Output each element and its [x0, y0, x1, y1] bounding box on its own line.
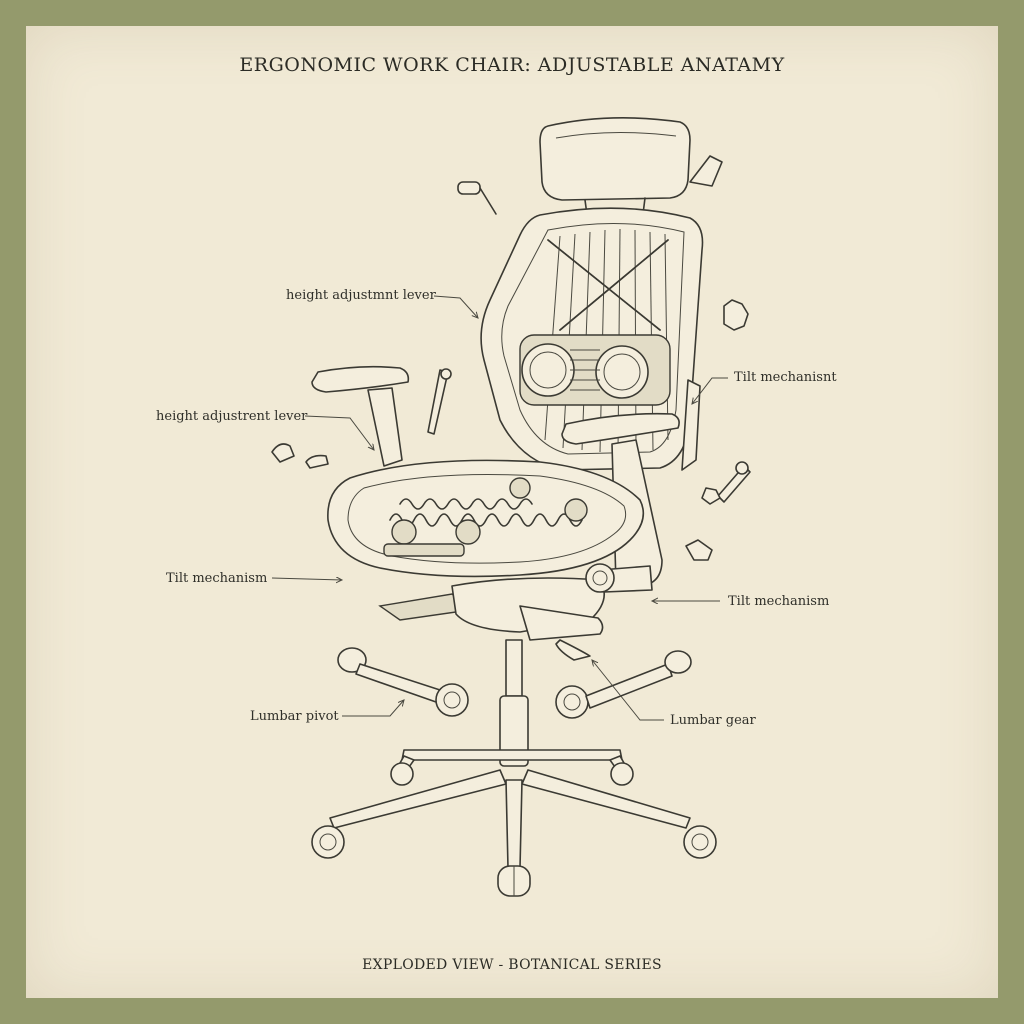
left-armrest [311, 365, 410, 467]
callout-tilt-mechanism-upper-right: Tilt mechanisnt [734, 370, 837, 385]
caster-wheels [311, 762, 717, 897]
callout-height-adjustment-lever-upper: height adjustmnt lever [286, 288, 436, 303]
callout-tilt-mechanism-left: Tilt mechanism [166, 571, 268, 586]
leader-lines [271, 295, 728, 721]
seat-springs [383, 477, 588, 557]
lumbar-pivot-rod-left [337, 647, 469, 717]
callout-lumbar-pivot: Lumbar pivot [250, 709, 339, 724]
five-star-base [311, 749, 717, 897]
callout-tilt-mechanism-lower-right: Tilt mechanism [728, 594, 830, 609]
lumbar-gear-assembly [519, 334, 671, 406]
diagram-title: ERGONOMIC WORK CHAIR: ADJUSTABLE ANATAMY [239, 54, 785, 76]
tilt-mechanism [378, 563, 615, 661]
backrest [480, 207, 704, 471]
callout-lumbar-gear: Lumbar gear [670, 713, 756, 728]
seat [327, 459, 645, 578]
diagram-footer: EXPLODED VIEW - BOTANICAL SERIES [362, 957, 662, 973]
floating-parts [271, 155, 751, 561]
gas-cylinder [499, 639, 529, 767]
lumbar-gear-rod-right [555, 650, 692, 719]
headrest [539, 117, 691, 223]
callout-height-adjustment-lever-lower: height adjustrent lever [156, 409, 308, 424]
right-armrest [561, 412, 680, 593]
